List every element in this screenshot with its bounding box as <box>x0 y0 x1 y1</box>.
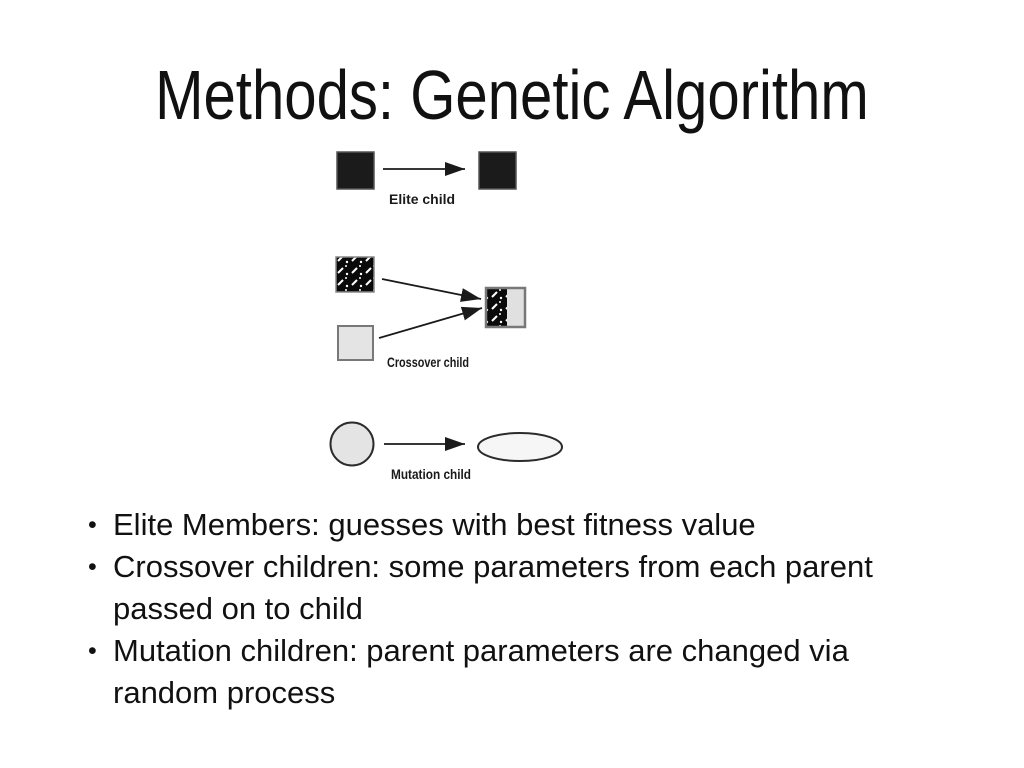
elite-child-square <box>478 151 517 190</box>
crossover-child-hatched-half <box>487 289 507 326</box>
elite-child-label: Elite child <box>389 191 455 207</box>
bullet-marker: • <box>88 553 97 581</box>
bullet-marker: • <box>88 511 97 539</box>
bullet-item-mutation: • Mutation children: parent parameters a… <box>88 630 913 714</box>
mutation-child-ellipse <box>477 432 563 462</box>
bullet-marker: • <box>88 637 97 665</box>
crossover-parent-hatched-square <box>335 256 375 293</box>
slide-title: Methods: Genetic Algorithm <box>0 60 1024 130</box>
mutation-parent-circle <box>329 421 375 467</box>
elite-parent-square <box>336 151 375 190</box>
crossover-arrow-bottom <box>378 306 483 339</box>
bullet-text-crossover: Crossover children: some parameters from… <box>113 549 873 626</box>
bullet-text-elite: Elite Members: guesses with best fitness… <box>113 507 756 542</box>
crossover-child-gray-half <box>507 289 524 326</box>
crossover-arrow-top <box>381 278 482 302</box>
bullet-item-elite: • Elite Members: guesses with best fitne… <box>88 504 913 546</box>
bullet-item-crossover: • Crossover children: some parameters fr… <box>88 546 913 630</box>
bullet-list: • Elite Members: guesses with best fitne… <box>88 504 913 714</box>
slide-title-text: Methods: Genetic Algorithm <box>155 56 869 134</box>
mutation-child-label: Mutation child <box>391 466 471 482</box>
crossover-child-outline <box>484 286 527 329</box>
crossover-parent-gray-square <box>337 325 374 361</box>
bullet-text-mutation: Mutation children: parent parameters are… <box>113 633 849 710</box>
crossover-child-label: Crossover child <box>387 354 469 370</box>
crossover-child-square <box>484 286 527 329</box>
